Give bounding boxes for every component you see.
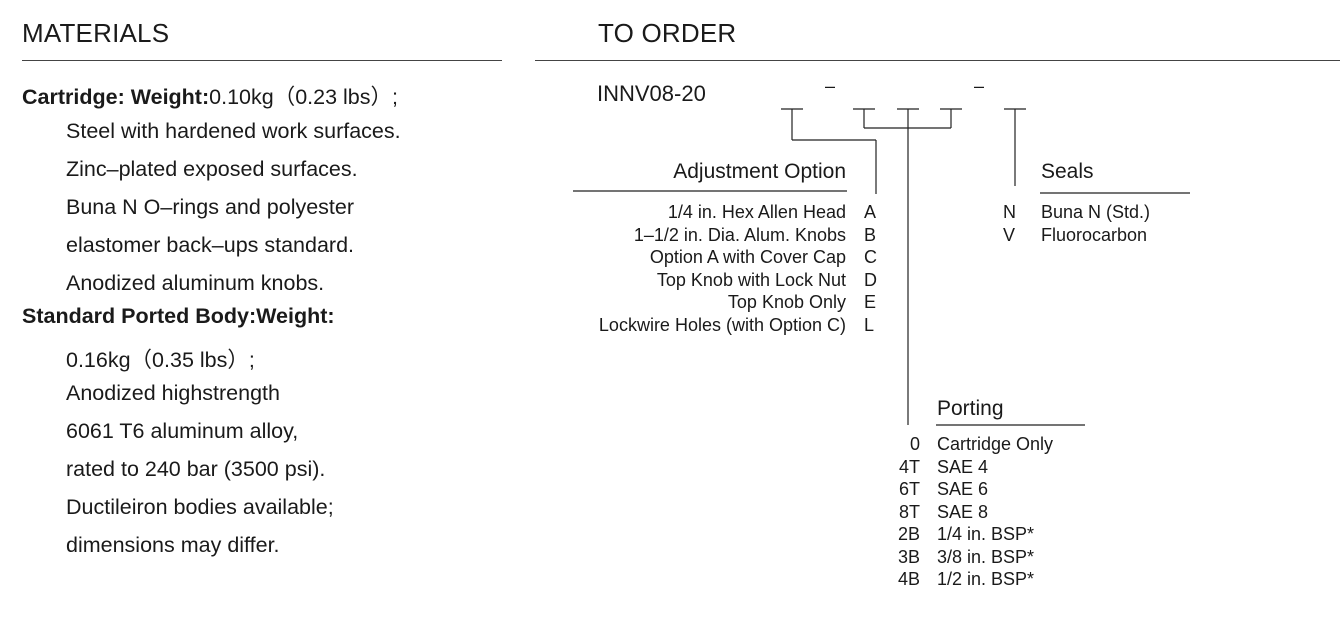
cartridge-description-line: Buna N O–rings and polyester xyxy=(66,195,355,219)
adjustment-option-label: Lockwire Holes (with Option C) xyxy=(598,314,846,335)
model-dash-2: – xyxy=(974,76,985,96)
adjustment-option-code: L xyxy=(864,314,875,335)
porting-option-code: 2B xyxy=(897,524,920,544)
adjustment-option-label: Top Knob Only xyxy=(727,292,846,312)
materials-heading: MATERIALS xyxy=(22,18,170,48)
adjustment-option-code: B xyxy=(864,224,877,245)
porting-option-code: 0 xyxy=(909,434,920,454)
cartridge-description-line: Anodized aluminum knobs. xyxy=(66,271,325,295)
adjustment-option-code: C xyxy=(864,247,877,267)
body-label: Standard Ported Body:Weight: xyxy=(22,304,335,328)
cartridge-description-line: Zinc–plated exposed surfaces. xyxy=(66,157,358,181)
adjustment-option-label: Top Knob with Lock Nut xyxy=(656,269,846,290)
body-description-line: rated to 240 bar (3500 psi). xyxy=(66,457,326,481)
porting-option-code: 6T xyxy=(898,479,920,499)
seals-option-label: Fluorocarbon xyxy=(1041,224,1148,245)
seals-option-code: N xyxy=(1003,202,1016,222)
cartridge-weight: 0.10kg（0.23 lbs）; xyxy=(209,85,398,109)
body-description-line: 0.16kg（0.35 lbs）; xyxy=(66,348,255,372)
adjustment-option-code: E xyxy=(864,292,877,312)
order-heading-rule xyxy=(535,60,1340,61)
adjustment-option-code: D xyxy=(864,269,877,290)
porting-option-label: Cartridge Only xyxy=(937,434,1054,454)
seals-option-label: Buna N (Std.) xyxy=(1041,202,1151,222)
porting-option-label: SAE 4 xyxy=(937,456,989,477)
porting-option-code: 4B xyxy=(897,569,920,589)
seals-labels: Buna N (Std.)Fluorocarbon xyxy=(1041,201,1150,246)
body-description-line: 6061 T6 aluminum alloy, xyxy=(66,419,299,443)
porting-option-label: 3/8 in. BSP* xyxy=(937,546,1035,567)
porting-option-code: 8T xyxy=(898,501,920,522)
model-code: INNV08-20 xyxy=(597,81,706,106)
model-dash-1: – xyxy=(825,76,836,96)
materials-heading-rule xyxy=(22,60,502,61)
seals-option-code: V xyxy=(1003,224,1016,245)
body-description-line: Anodized highstrength xyxy=(66,381,280,405)
seals-title: Seals xyxy=(1041,160,1094,183)
adjustment-option-label: 1–1/2 in. Dia. Alum. Knobs xyxy=(633,224,846,245)
porting-option-label: 1/2 in. BSP* xyxy=(937,569,1035,589)
adjustment-option-title: Adjustment Option xyxy=(673,160,846,183)
body-description-line: dimensions may differ. xyxy=(66,533,280,557)
cartridge-description-line: elastomer back–ups standard. xyxy=(66,233,355,257)
adjustment-option-label: 1/4 in. Hex Allen Head xyxy=(667,202,846,222)
porting-option-code: 4T xyxy=(898,456,920,477)
order-heading: TO ORDER xyxy=(598,18,737,48)
porting-option-code: 3B xyxy=(897,546,920,567)
porting-option-label: 1/4 in. BSP* xyxy=(937,524,1035,544)
adjustment-option-code: A xyxy=(864,202,877,222)
porting-title: Porting xyxy=(937,397,1004,420)
cartridge-spec-line: Cartridge: Weight:0.10kg（0.23 lbs）; xyxy=(22,80,398,111)
body-description-line: Ductileiron bodies available; xyxy=(66,495,334,519)
cartridge-label: Cartridge: Weight: xyxy=(22,85,210,109)
porting-option-label: SAE 8 xyxy=(937,501,989,522)
adjustment-option-label: Option A with Cover Cap xyxy=(649,247,846,267)
porting-option-label: SAE 6 xyxy=(937,479,989,499)
cartridge-description-line: Steel with hardened work surfaces. xyxy=(66,119,401,143)
